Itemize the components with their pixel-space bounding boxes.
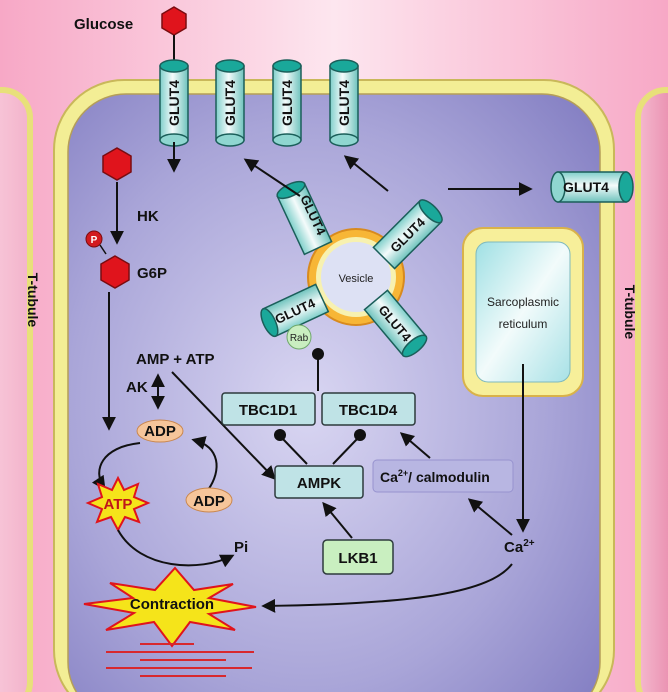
calmodulin-label: Ca2+/ calmodulin	[380, 468, 490, 485]
tbc1d1-label: TBC1D1	[239, 402, 297, 419]
svg-text:GLUT4: GLUT4	[166, 80, 182, 126]
amp-atp-label: AMP + ATP	[136, 351, 215, 368]
contraction-label: Contraction	[130, 596, 214, 613]
t-tubule-left-label: T-tubule	[25, 273, 41, 328]
calmodulin-box	[372, 459, 514, 493]
rab-protein	[286, 324, 312, 350]
svg-text:GLUT4: GLUT4	[336, 80, 352, 126]
glut4-transporter-4: GLUT4	[329, 59, 359, 147]
intracellular-glucose	[102, 147, 132, 181]
g6p-molecule	[100, 255, 130, 289]
atp-label: ATP	[104, 496, 133, 513]
glucose-molecule	[161, 6, 187, 36]
tbc1d1-box	[221, 392, 316, 426]
sarcoplasmic-reticulum: Sarcoplasmic reticulum	[462, 227, 584, 397]
lkb1-to-ampk-arrow	[322, 501, 353, 539]
glut4-transporter-1: GLUT4	[159, 59, 189, 147]
calcium-to-calmodulin-arrow	[467, 498, 513, 536]
lkb1-label: LKB1	[338, 550, 377, 567]
ampk-to-tbc1d1-line	[281, 437, 308, 465]
t-tubule-left-shape	[0, 87, 33, 692]
phosphate-label: P	[91, 235, 98, 246]
svg-text:GLUT4: GLUT4	[222, 80, 238, 126]
t-tubule-right-shape	[635, 87, 668, 692]
glut4-transporter-3: GLUT4	[272, 59, 302, 147]
ampk-label: AMPK	[297, 475, 341, 492]
tbc1d4-box	[321, 392, 416, 426]
sarcoplasmic-label-1: Sarcoplasmic	[487, 295, 559, 309]
vesicle-label: Vesicle	[339, 273, 374, 285]
adp-top-ellipse	[136, 419, 184, 443]
adp-small-ellipse	[185, 487, 233, 513]
glut4-transporter-2: GLUT4	[215, 59, 245, 147]
adp-small-label: ADP	[193, 493, 225, 510]
pi-label: Pi	[234, 539, 248, 556]
ampk-box	[274, 465, 364, 499]
hk-label: HK	[137, 208, 159, 225]
adp-top-label: ADP	[144, 423, 176, 440]
ampk-to-tbc1d4-line	[332, 437, 359, 465]
sarcomere-filaments	[106, 643, 254, 677]
vesicle-to-membrane-arrow-1	[243, 158, 301, 197]
tbc-to-rab-inhibition-head	[312, 348, 324, 360]
t-tubule-right-label: T-tubule	[622, 285, 638, 340]
phosphate-circle	[85, 230, 103, 248]
ak-label: AK	[126, 379, 148, 396]
calmodulin-to-tbc1d4-arrow	[399, 432, 431, 459]
atp-to-pi-arrow	[117, 529, 235, 568]
lkb1-box	[322, 539, 394, 575]
glut4-ttubule-transporter: GLUT4	[550, 171, 634, 203]
adp-to-atp-arrow	[91, 442, 141, 491]
tbc1d4-label: TBC1D4	[339, 402, 398, 419]
vesicle-to-membrane-arrow-2	[343, 155, 389, 192]
contraction-burst	[83, 566, 257, 648]
ampk-to-tbc1d1-head	[274, 429, 286, 441]
calcium-ion-label: Ca2+	[504, 538, 535, 556]
svg-text:GLUT4: GLUT4	[563, 179, 609, 195]
glucose-label: Glucose	[74, 16, 133, 33]
g6p-label: G6P	[137, 265, 167, 282]
adp-recycle-arrow	[191, 436, 218, 491]
rab-label: Rab	[290, 333, 309, 344]
ampk-to-tbc1d4-head	[354, 429, 366, 441]
phosphate-bond	[99, 244, 107, 255]
sarcoplasmic-label-2: reticulum	[499, 317, 548, 331]
calcium-to-contraction-arrow	[261, 563, 513, 613]
svg-text:GLUT4: GLUT4	[279, 80, 295, 126]
